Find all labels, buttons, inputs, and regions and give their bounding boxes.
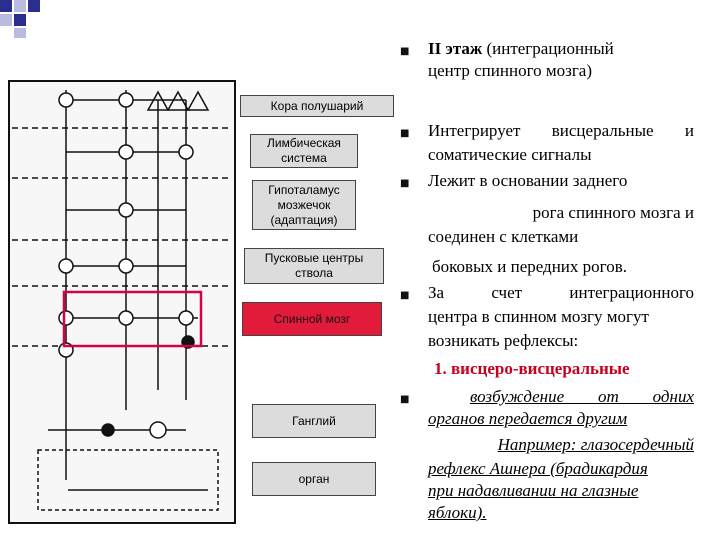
limbic-label: Лимбическая система	[250, 134, 358, 168]
bullet-icon: ■	[400, 46, 410, 57]
bullet-icon: ■	[400, 128, 410, 139]
p4-line-1: возбуждение от одних	[470, 387, 694, 406]
p4-line-2: органов передается другим	[428, 409, 628, 428]
p4-line-6: яблоки).	[428, 503, 487, 522]
p2-line-2: рога спинного мозга и	[532, 203, 694, 222]
spinal-cord-label: Спинной мозг	[242, 302, 382, 336]
p4-line-3: Например: глазосердечный	[497, 435, 694, 454]
p3-line-2: центра в спинном мозгу могут	[428, 307, 649, 326]
heading-line-2: центр спинного мозга)	[428, 61, 593, 80]
p3-line-1: За счет интеграционного	[428, 283, 694, 302]
p3-line-3: возникать рефлексы:	[428, 331, 579, 350]
brainstem-label: Пусковые центры ствола	[244, 248, 384, 284]
corner-decoration	[0, 0, 40, 38]
heading-line-1: II этаж (интеграционный	[428, 38, 698, 60]
p1-line-2: соматические сигналы	[428, 145, 592, 164]
p1-line-1: Интегрирует висцеральные и	[428, 121, 694, 140]
hypothalamus-label: Гипоталамус мозжечок (адаптация)	[252, 180, 356, 230]
cortex-label: Кора полушарий	[240, 95, 394, 117]
organ-label: орган	[252, 462, 376, 496]
ganglion-label: Ганглий	[252, 404, 376, 438]
heading-bold: II этаж	[428, 39, 483, 58]
p4-line-4: рефлекс Ашнера (брадикардия	[428, 459, 648, 478]
bullet-icon: ■	[400, 290, 410, 301]
bullet-icon: ■	[400, 178, 410, 189]
p2-line-3: соединен с клетками	[428, 227, 579, 246]
neuron-schematic	[12, 90, 232, 511]
p3-line-4: 1. висцеро-висцеральные	[434, 359, 630, 378]
p4-line-5: при надавливании на глазные	[428, 481, 639, 500]
bullet-icon: ■	[400, 394, 410, 405]
p2-line-1: Лежит в основании заднего	[428, 171, 628, 190]
heading-paren: (интеграционный	[486, 39, 614, 58]
p2-line-4: боковых и передних рогов.	[432, 257, 627, 276]
